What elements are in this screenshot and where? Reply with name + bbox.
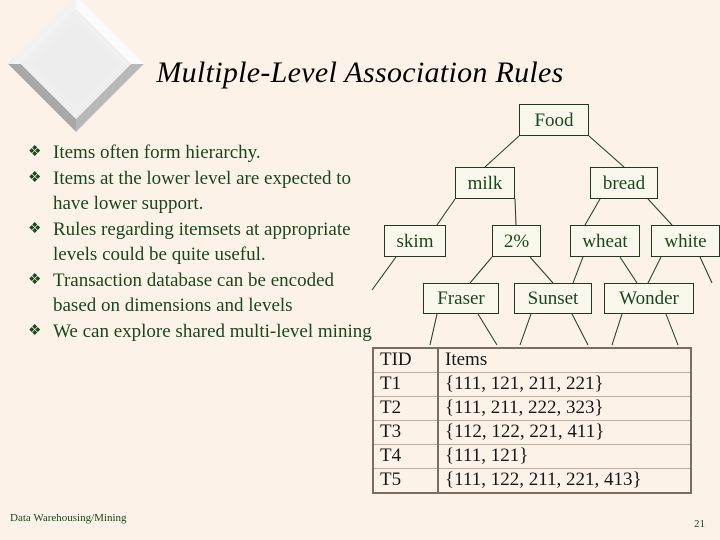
tree-edge bbox=[436, 198, 456, 226]
cell-tid: T4 bbox=[373, 443, 439, 469]
tree-node-white: white bbox=[651, 225, 720, 257]
cell-tid: T3 bbox=[373, 419, 439, 445]
tree-edge bbox=[484, 135, 520, 168]
bullet-diamond-icon: ❖ bbox=[28, 322, 42, 339]
tree-edge bbox=[529, 256, 554, 284]
bullet-item: ❖ Items often form hierarchy. bbox=[26, 140, 378, 166]
tree-edge bbox=[588, 135, 625, 168]
bullet-item-label: Items often form hierarchy. bbox=[53, 142, 261, 163]
bullet-diamond-icon: ❖ bbox=[28, 144, 42, 160]
tree-edge bbox=[619, 256, 638, 284]
table-row: T4{111, 121} bbox=[373, 443, 691, 469]
bullet-item-label: We can explore shared multi-level mining bbox=[53, 320, 372, 342]
bullet-item-label: Items at the lower level are expected to… bbox=[53, 167, 352, 215]
table-row: T3{112, 122, 221, 411} bbox=[373, 419, 691, 445]
tree-edge bbox=[572, 256, 584, 284]
tree-edge bbox=[477, 313, 498, 346]
tree-edge bbox=[584, 198, 601, 226]
column-header: Items bbox=[438, 348, 691, 373]
cell-items: {111, 121} bbox=[438, 443, 691, 469]
cell-items: {111, 121, 211, 221} bbox=[438, 371, 691, 397]
table-row: T1{111, 121, 211, 221} bbox=[373, 371, 691, 397]
cell-items: {111, 122, 211, 221, 413} bbox=[438, 467, 691, 493]
tree-node-wheat: wheat bbox=[570, 225, 640, 257]
tree-edge bbox=[665, 313, 679, 346]
footer-note: Data Warehousing/Mining bbox=[10, 512, 127, 524]
table-row: T5{111, 122, 211, 221, 413} bbox=[373, 467, 691, 493]
cell-items: {112, 122, 221, 411} bbox=[438, 419, 691, 445]
page-title: Multiple-Level Association Rules bbox=[156, 56, 564, 89]
tree-node-bread: bread bbox=[590, 167, 658, 199]
bullet-item-label: Transaction database can be encoded base… bbox=[53, 269, 335, 317]
tree-edge bbox=[647, 256, 662, 284]
tree-edge bbox=[571, 313, 589, 346]
tree-edge bbox=[469, 256, 493, 284]
tree-edge bbox=[429, 313, 438, 346]
cell-items: {111, 211, 222, 323} bbox=[438, 395, 691, 421]
bullet-diamond-icon: ❖ bbox=[28, 271, 42, 288]
tree-edge bbox=[647, 198, 673, 226]
cell-tid: T1 bbox=[373, 371, 439, 397]
tree-node-milk: milk bbox=[455, 167, 515, 199]
tree-node-skim: skim bbox=[384, 225, 446, 257]
bullet-diamond-icon: ❖ bbox=[28, 169, 42, 186]
tree-node-wonder: Wonder bbox=[604, 283, 694, 314]
cell-tid: T2 bbox=[373, 395, 439, 421]
tree-node-2pct: 2% bbox=[492, 225, 541, 257]
page-number: 21 bbox=[694, 518, 705, 530]
tree-edge bbox=[611, 313, 623, 346]
tree-node-fraser: Fraser bbox=[423, 283, 499, 314]
bullet-item-label: Rules regarding itemsets at appropriate … bbox=[53, 218, 351, 266]
tree-edge bbox=[699, 256, 713, 284]
bullet-diamond-icon: ❖ bbox=[28, 220, 42, 237]
bullet-item: ❖ Items at the lower level are expected t… bbox=[26, 166, 378, 217]
bullet-item: ❖ We can explore shared multi-level minin… bbox=[26, 319, 378, 345]
column-header: TID bbox=[373, 348, 439, 373]
bullet-item: ❖ Transaction database can be encoded bas… bbox=[26, 268, 378, 319]
table-row: T2{111, 211, 222, 323} bbox=[373, 395, 691, 421]
bullet-item: ❖ Rules regarding itemsets at appropriate… bbox=[26, 217, 378, 268]
bullet-list: ❖ Items often form hierarchy. ❖ Items at th… bbox=[26, 140, 378, 344]
tree-node-food: Food bbox=[519, 104, 589, 136]
tree-node-sunset: Sunset bbox=[514, 283, 592, 314]
tree-edge bbox=[519, 313, 532, 346]
tree-edge bbox=[514, 198, 517, 226]
cell-tid: T5 bbox=[373, 467, 439, 493]
